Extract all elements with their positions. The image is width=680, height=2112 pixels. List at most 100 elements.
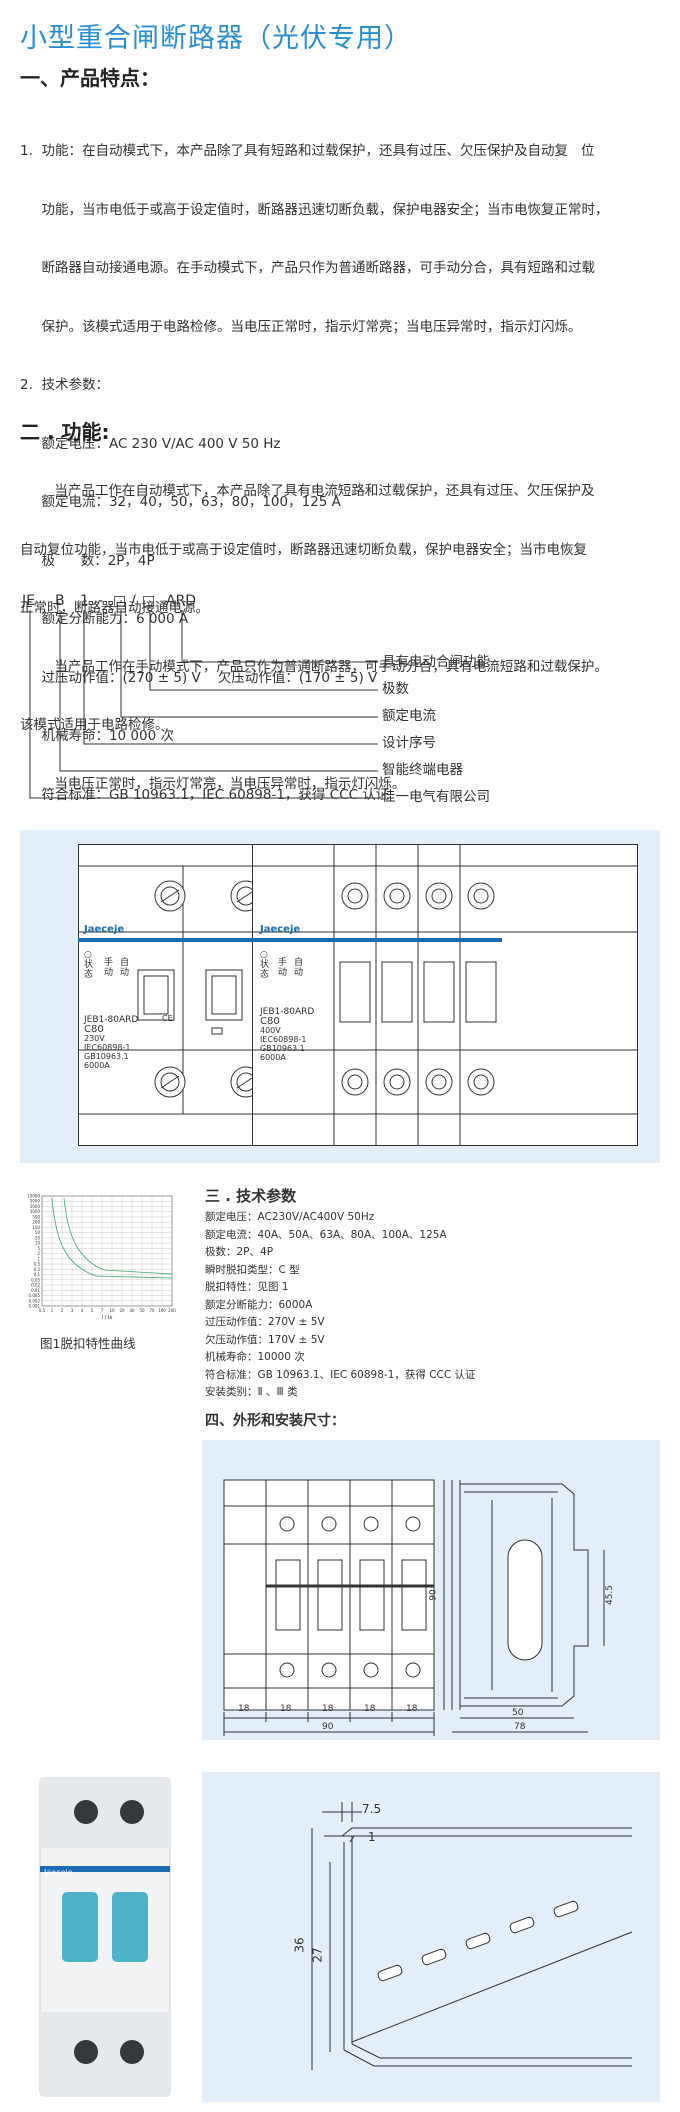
feature-line: 过压动作值：(270 ± 5) V 欠压动作值：(170 ± 5) V <box>20 669 378 686</box>
dim-total-width: 90 <box>322 1722 334 1732</box>
curve-ytick: 100 <box>32 1225 40 1230</box>
feature-line: 额定电压：AC 230 V/AC 400 V 50 Hz <box>20 435 281 452</box>
curve-xtick: 50 <box>139 1308 145 1313</box>
model-code-diagram: JE B 1 - □ / □ ARD 具有电动合闸功能 极数 额定电流 设计序号… <box>0 590 680 815</box>
section2-heading: 二 . 功能: <box>20 420 110 444</box>
feature-line: 极 数：2P，4P <box>20 552 155 569</box>
curve-ytick: 10000 <box>27 1194 40 1199</box>
front-view-panel: Jaeceje ○状态 手动 自动 JEB1-80ARD C80 230V IE… <box>20 830 660 1163</box>
photo-brand: Jaeceje <box>44 1868 73 1877</box>
curve-ytick: 5 <box>37 1246 40 1251</box>
curve-ytick: 0.5 <box>34 1262 41 1267</box>
curve-ytick: 5000 <box>30 1199 41 1204</box>
rail-dim-thickness: 1 <box>368 1830 376 1844</box>
curve-xtick: 5 <box>91 1308 94 1313</box>
dim-height: 90 <box>428 1589 439 1601</box>
curve-ytick: 1 <box>37 1256 40 1261</box>
curve-xtick: 10 <box>109 1308 115 1313</box>
section4-heading: 四、外形和安装尺寸： <box>205 1413 345 1429</box>
curve-ytick: 1000 <box>30 1209 41 1214</box>
section3-params: 额定电压：AC230V/AC400V 50Hz 额定电流：40A、50A、63A… <box>205 1211 476 1398</box>
product-photo: Jaeceje <box>20 1772 180 2102</box>
dimension-drawing <box>223 1479 605 1736</box>
para-line: 当电压正常时，指示灯常亮，当电压异常时，指示灯闪烁。 <box>20 775 406 792</box>
curve-ytick: 500 <box>32 1214 40 1219</box>
dim-module-5: 18 <box>406 1704 418 1714</box>
auto-label-4p: 自动 <box>294 958 304 978</box>
label-poles: 极数 <box>382 681 409 697</box>
status-label-2p: ○状态 <box>84 950 94 980</box>
feature-line: 2. 技术参数： <box>20 377 109 393</box>
curve-xtick: 100 <box>158 1308 166 1313</box>
code-b: B <box>55 593 65 609</box>
rail-dim-top: 7.5 <box>362 1802 382 1816</box>
rating-label-2p: JEB1-80ARD C80 230V IEC60898-1 GB10963.1… <box>84 1015 139 1071</box>
curve-xtick: 2 <box>61 1308 64 1313</box>
feature-line: 额定电流：32，40，50，63，80，100，125 A <box>20 494 341 510</box>
para-line: 该模式适用于电路检修。 <box>20 717 169 733</box>
curve-ytick: 10 <box>35 1241 41 1246</box>
curve-xtick: 4 <box>81 1308 84 1313</box>
curve-ytick: 20 <box>35 1235 41 1240</box>
ce-mark: CE <box>162 1014 173 1023</box>
curve-max <box>63 1197 173 1275</box>
manual-label-2p: 手动 <box>104 958 114 978</box>
breaker-4p-drawing <box>252 844 638 1146</box>
feature-line: 功能，当市电低于或高于设定值时，断路器迅速切断负载，保护电器安全；当市电恢复正常… <box>20 201 609 218</box>
code-je: JE <box>22 593 35 609</box>
curve-ytick: 0.01 <box>31 1288 40 1293</box>
curve-xtick: 0.5 <box>39 1308 46 1313</box>
rail-dim-inner: 27 <box>310 1947 325 1963</box>
dim-depth: 78 <box>514 1722 526 1732</box>
para-line: 当产品工作在自动模式下，本产品除了具有电流短路和过载保护，还具有过压、欠压保护及 <box>20 483 595 499</box>
feature-line: 额定分断能力：6 000 A <box>20 611 189 627</box>
code-dash: - <box>98 593 104 609</box>
trip-curve-svg: 100005000200010005002001005020105210.50.… <box>27 1194 176 1322</box>
feature-line: 保护。该模式适用于电路检修。当电压正常时，指示灯常亮；当电压异常时，指示灯闪烁。 <box>20 318 582 335</box>
status-label-4p: ○状态 <box>260 950 270 980</box>
auto-label-2p: 自动 <box>120 958 130 978</box>
dim-side: 45.5 <box>605 1584 616 1606</box>
rail-dim-outer: 36 <box>292 1937 307 1953</box>
curve-ytick: 0.02 <box>31 1283 40 1288</box>
curve-ytick: 0.002 <box>29 1298 41 1303</box>
curve-xtick: 7 <box>101 1308 104 1313</box>
curve-ytick: 0.005 <box>29 1293 41 1298</box>
curve-ytick: 200 <box>32 1220 40 1225</box>
status-icon: ○ <box>260 950 268 960</box>
feature-line: 断路器自动接通电源。在手动模式下，产品只作为普通断路器，可手动分合，具有短路和过… <box>20 260 595 276</box>
code-ard: ARD <box>166 593 197 609</box>
curve-plot-area <box>41 1195 173 1307</box>
curve-xlabel: I / Ie <box>102 1315 113 1320</box>
section3-heading: 三 . 技术参数 <box>205 1187 297 1205</box>
dim-module-4: 18 <box>364 1704 376 1714</box>
model-code-lines <box>29 610 378 799</box>
code-1: 1 <box>80 593 89 609</box>
label-current: 额定电流 <box>382 708 436 724</box>
curve-ytick: 0.1 <box>34 1272 41 1277</box>
code-slash: / <box>131 593 136 609</box>
dim-module-2: 18 <box>280 1704 292 1714</box>
brand-logo-4p: Jaeceje <box>260 924 301 935</box>
label-terminal: 智能终端电器 <box>382 762 463 778</box>
label-company: 佳一电气有限公司 <box>382 789 490 805</box>
dim-front: 50 <box>512 1708 524 1718</box>
feature-line: 1. 功能：在自动模式下，本产品除了具有短路和过载保护，还具有过压、欠压保护及自… <box>20 143 595 159</box>
curve-xtick: 30 <box>129 1308 135 1313</box>
curve-ytick: 0.05 <box>31 1277 40 1282</box>
curve-ytick: 0.001 <box>29 1304 41 1309</box>
section1-heading: 一、产品特点： <box>20 66 160 90</box>
product-photo-drawing <box>39 1777 171 2097</box>
code-current: □ <box>113 593 127 609</box>
manual-label-4p: 手动 <box>278 958 288 978</box>
code-poles: □ <box>142 593 156 609</box>
trip-curve-caption: 图1脱扣特性曲线 <box>40 1336 136 1351</box>
dimension-panel: 18 18 18 18 18 90 90 50 78 45.5 <box>202 1440 660 1740</box>
din-rail-drawing <box>311 1802 633 2070</box>
para-line: 自动复位功能，当市电低于或高于设定值时，断路器迅速切断负载，保护电器安全；当市电… <box>20 541 587 558</box>
curve-xtick: 1 <box>51 1308 54 1313</box>
curve-ytick: 2 <box>37 1251 40 1256</box>
curve-ytick: 0.2 <box>34 1267 41 1272</box>
curve-xtick: 200 <box>168 1308 176 1313</box>
